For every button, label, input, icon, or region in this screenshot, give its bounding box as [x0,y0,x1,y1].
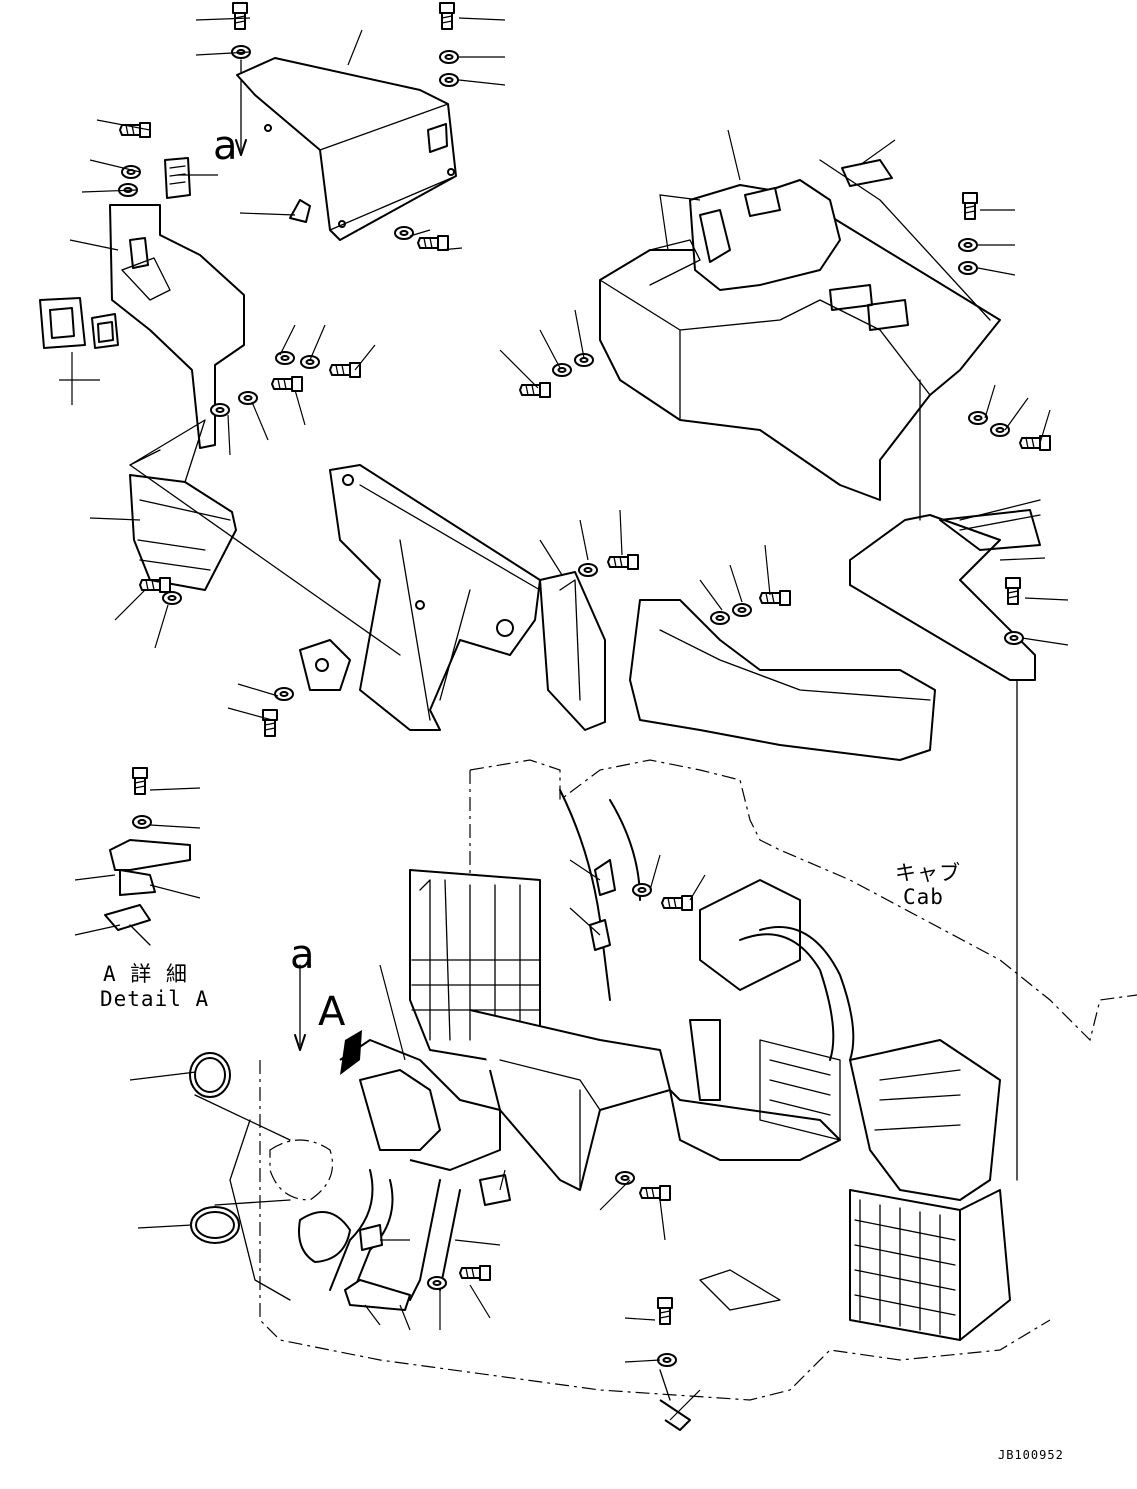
washer-icon [552,363,572,377]
washer-icon [958,238,978,252]
bolt-icon [439,2,455,30]
bolt-icon [417,235,449,251]
bolt-icon [962,192,978,220]
bolt-icon [271,376,303,392]
washer-icon [300,355,320,369]
washer-icon [394,226,414,240]
bolt-icon [132,767,148,795]
view-A-label: A [318,989,346,1035]
bolt-icon [607,554,639,570]
washer-icon [132,815,152,829]
washer-icon [732,603,752,617]
washer-icon [578,563,598,577]
washer-icon [968,411,988,425]
cab-caption-jp: キャブ [895,861,961,885]
top-left-cover-group [39,2,459,605]
washer-icon [958,261,978,275]
lower-assembly-group [189,759,1137,1431]
washer-icon [710,611,730,625]
washer-icon [238,391,258,405]
bolt-icon [459,1265,491,1281]
leader-lines [59,17,1069,1421]
bolt-icon [759,590,791,606]
top-right-console-group [519,159,1051,1181]
washer-icon [439,50,459,64]
washer-icon [162,591,182,605]
bolt-icon [262,709,278,737]
detail-a-caption-jp: A 詳 細 [103,962,188,986]
cab-caption-en: Cab [903,885,944,909]
bolt-icon [657,1297,673,1325]
washer-icon [274,687,294,701]
washer-icon [615,1171,635,1185]
washer-icon [657,1353,677,1367]
detail-a-caption-en: Detail A [100,987,210,1011]
bolt-icon [661,895,693,911]
washer-icon [1004,631,1024,645]
drawing-code: JB100952 [998,1448,1064,1462]
washer-icon [275,351,295,365]
bolt-icon [1005,577,1021,605]
washer-icon [427,1276,447,1290]
washer-icon [439,73,459,87]
view-arrow-label: a [290,932,315,978]
bolt-icon [232,2,248,30]
washer-icon [632,883,652,897]
bolt-icon [1019,435,1051,451]
bolt-icon [639,1185,671,1201]
view-arrow-label: a [213,123,238,169]
detail-a-group [104,767,191,946]
middle-frame-group [129,464,936,761]
washer-icon [210,403,230,417]
washer-icon [990,423,1010,437]
